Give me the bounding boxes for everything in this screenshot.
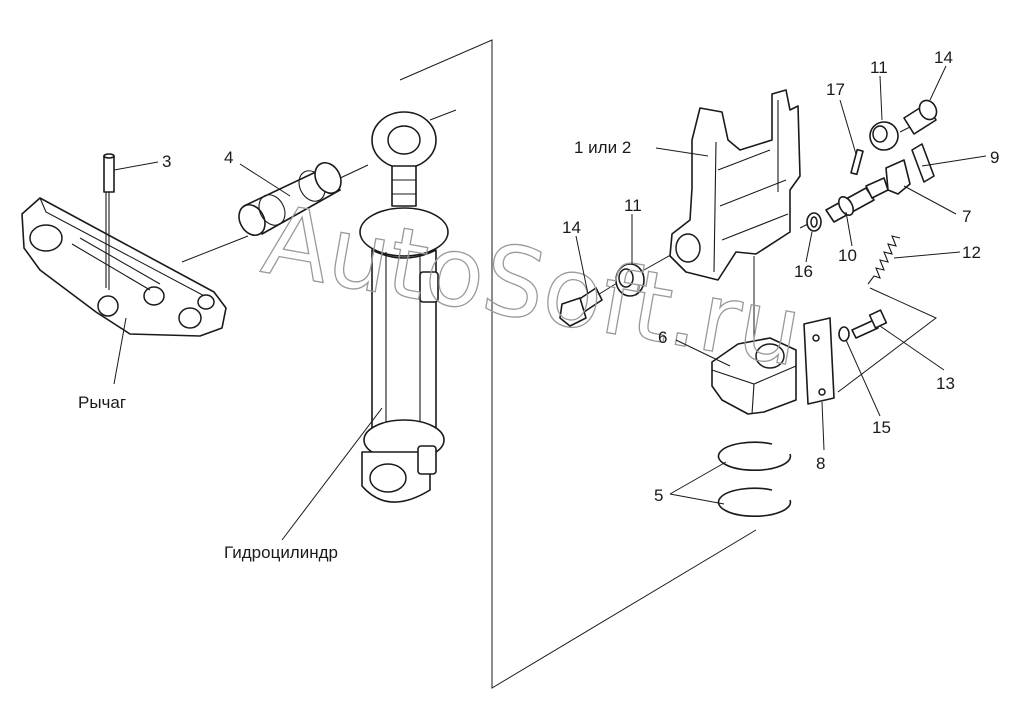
label-part-7: 7	[962, 207, 971, 226]
label-part-17: 17	[826, 80, 845, 99]
label-part-8: 8	[816, 454, 825, 473]
bushing-part-11-right	[869, 121, 899, 151]
screw-part-14-right	[903, 99, 938, 135]
clip-part-9	[911, 143, 935, 183]
label-cylinder: Гидроцилиндр	[224, 543, 338, 562]
bolt-part-13	[851, 309, 888, 339]
label-part-13: 13	[936, 374, 955, 393]
label-part-3: 3	[162, 152, 171, 171]
label-part-10: 10	[838, 246, 857, 265]
label-part-1-or-2: 1 или 2	[574, 138, 631, 157]
ring-part-16	[806, 212, 822, 232]
housing-part-6	[711, 337, 797, 415]
assembly-lines	[181, 39, 937, 689]
spring-part-12	[867, 235, 901, 285]
pin-part-17	[850, 148, 864, 176]
part-labels: 1 или 2 3 4 5 6 7 8 9 10 11 11 12 13 14 …	[78, 48, 999, 562]
lever-part	[21, 197, 227, 337]
label-lever: Рычаг	[78, 393, 126, 412]
fork-bracket-part-1-or-2	[669, 89, 801, 281]
label-part-11-right: 11	[870, 58, 888, 77]
label-part-14-right: 14	[934, 48, 953, 67]
label-part-15: 15	[872, 418, 891, 437]
hydraulic-cylinder	[359, 111, 449, 503]
label-part-5: 5	[654, 486, 663, 505]
plate-part-8	[803, 317, 835, 405]
washer-part-15	[838, 326, 850, 342]
label-part-14-left: 14	[562, 218, 581, 237]
label-part-12: 12	[962, 243, 981, 262]
retaining-rings-part-5	[717, 441, 792, 517]
label-part-11-left: 11	[624, 196, 642, 215]
bolt-part-3	[103, 153, 115, 290]
leader-lines	[113, 65, 987, 541]
label-part-9: 9	[990, 148, 999, 167]
stem-part-10	[825, 177, 889, 223]
label-part-4: 4	[224, 148, 233, 167]
bushing-part-11-left	[615, 263, 645, 297]
screw-part-14-left	[559, 287, 603, 327]
pin-part-4	[238, 161, 342, 237]
label-part-16: 16	[794, 262, 813, 281]
label-part-6: 6	[658, 328, 667, 347]
plate-part-7	[885, 159, 911, 195]
